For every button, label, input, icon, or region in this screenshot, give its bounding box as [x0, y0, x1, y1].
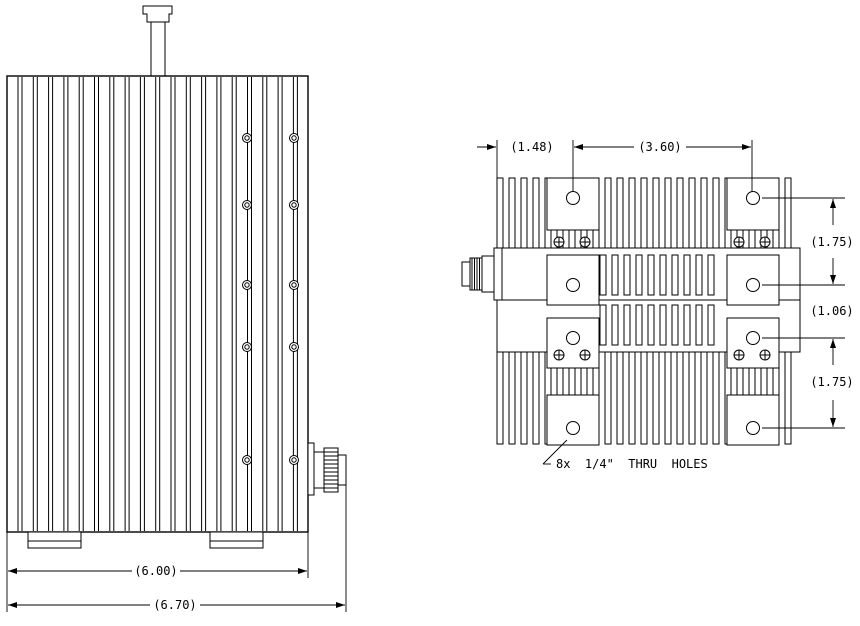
label-6-00: (6.00) — [134, 564, 177, 578]
mounting-foot-left — [27, 531, 82, 549]
top-cable-connector — [142, 5, 173, 77]
label-1-75-top: (1.75) — [810, 235, 853, 249]
side-rf-connector — [307, 442, 347, 496]
dimension-1-48: (1.48) — [477, 140, 554, 178]
side-view: (6.00) (6.70) — [6, 5, 347, 612]
heatsink-fins — [17, 77, 298, 531]
dimension-6-70: (6.70) — [8, 598, 345, 612]
mounting-screws — [242, 133, 299, 465]
label-6-70: (6.70) — [153, 598, 196, 612]
label-1-48: (1.48) — [510, 140, 553, 154]
label-3-60: (3.60) — [638, 140, 681, 154]
dimension-3-60: (3.60) — [572, 140, 753, 192]
mounting-blocks — [546, 177, 780, 446]
vertical-dimensions: (1.75) (1.06) (1.75) — [762, 197, 854, 429]
end-rf-connector — [461, 247, 503, 301]
label-1-06: (1.06) — [810, 304, 853, 318]
label-1-75-bottom: (1.75) — [810, 375, 853, 389]
hole-note: 8x 1/4" THRU HOLES — [542, 439, 708, 471]
mounting-foot-right — [209, 531, 264, 549]
dimension-6-00: (6.00) — [8, 564, 307, 578]
end-view: (1.48) (3.60) (1.75) (1.06) — [461, 140, 854, 471]
heatsink-body — [6, 75, 309, 533]
label-holes: 8x 1/4" THRU HOLES — [556, 457, 708, 471]
